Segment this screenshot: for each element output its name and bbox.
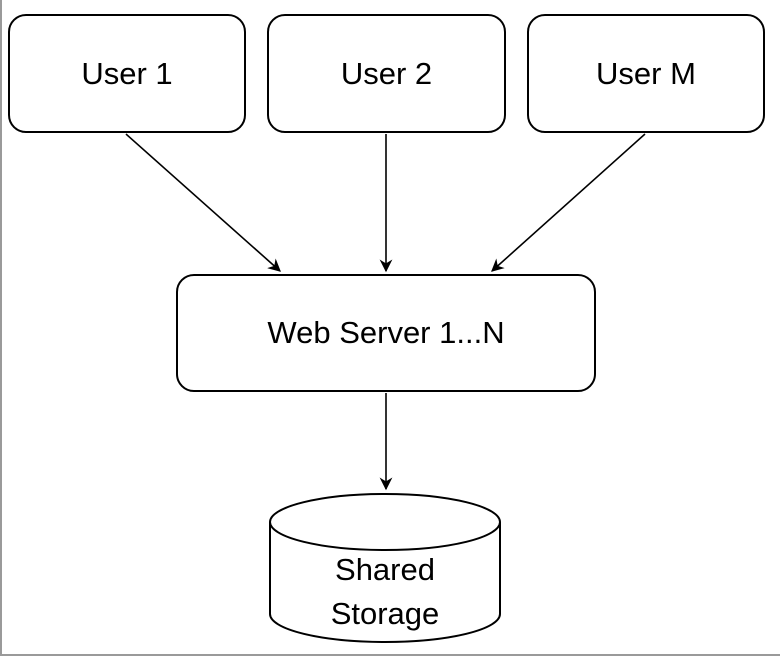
edge-user1-to-web-server [125, 133, 281, 272]
web-server-node: Web Server 1...N [176, 274, 596, 392]
user-m-label: User M [596, 55, 696, 91]
user-1-label: User 1 [81, 55, 173, 91]
user-2-label: User 2 [340, 55, 433, 91]
user-2-node: User 2 [267, 14, 506, 133]
user-1-node: User 1 [8, 14, 246, 133]
user-m-node: User M [527, 14, 765, 133]
shared-storage-label-line-2: Storage [330, 596, 440, 631]
shared-storage-node: Shared Storage [268, 490, 502, 644]
edge-userm-to-web-server [491, 133, 646, 272]
shared-storage-label-line-1: Shared [335, 552, 435, 587]
web-server-label: Web Server 1...N [267, 315, 505, 350]
database-cylinder-icon [269, 493, 501, 643]
shared-storage-label: Shared Storage [268, 548, 502, 636]
